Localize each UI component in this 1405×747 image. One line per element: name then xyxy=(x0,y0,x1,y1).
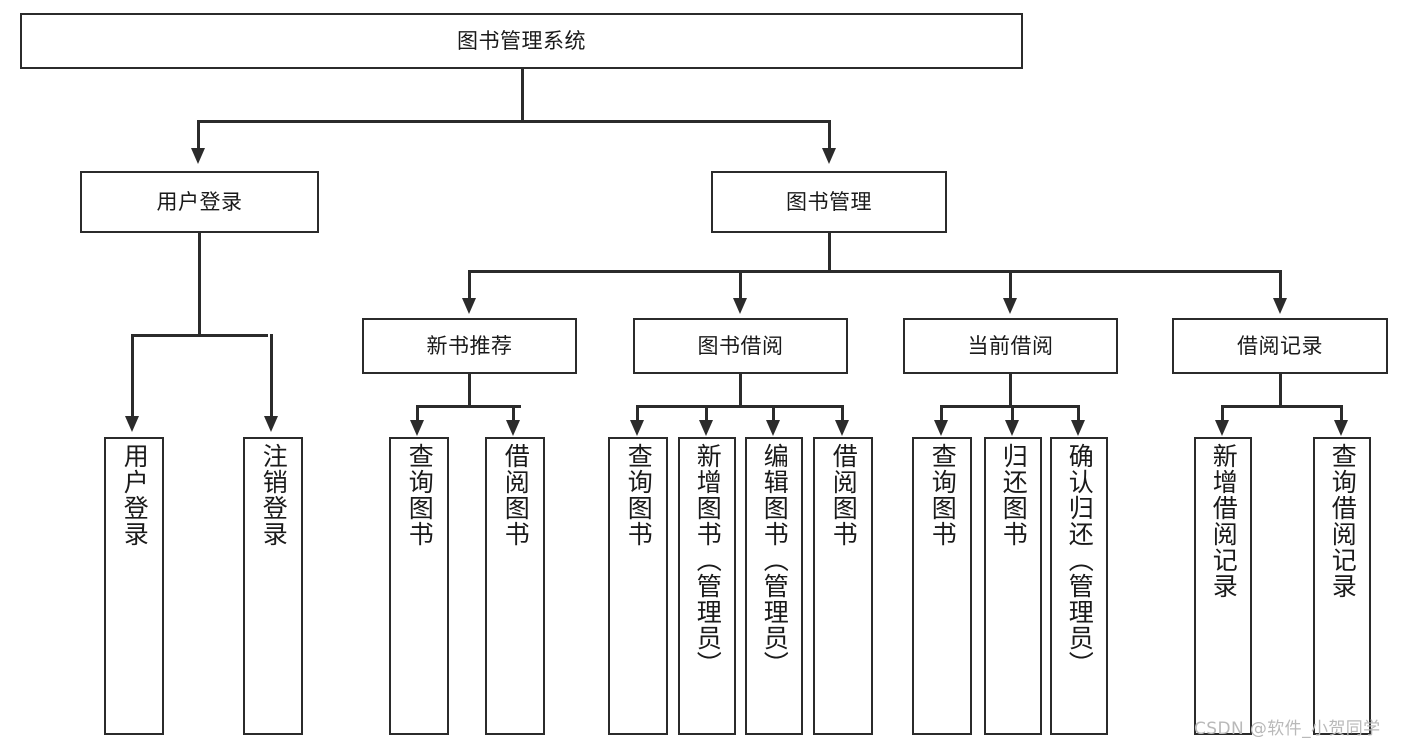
node-leaf-label: 查询图书 xyxy=(928,443,958,547)
arrow-root-to-user-login xyxy=(191,148,205,164)
node-leaf-return-book[interactable]: 归还图书 xyxy=(984,437,1042,735)
connector-borrow-record-to-leaf1 xyxy=(1221,405,1224,420)
node-leaf-query-record[interactable]: 查询借阅记录 xyxy=(1313,437,1371,735)
arrow-new-book-to-leaf2 xyxy=(506,420,520,436)
arrow-current-borrow-to-leaf1 xyxy=(934,420,948,436)
connector-root-to-book-manage xyxy=(828,120,831,148)
connector-book-borrow-to-leaf3 xyxy=(772,405,775,420)
node-leaf-borrow-book-2[interactable]: 借阅图书 xyxy=(813,437,873,735)
connector-user-login-bus xyxy=(131,334,268,337)
node-user-login[interactable]: 用户登录 xyxy=(80,171,319,233)
connector-user-login-to-leaf2 xyxy=(270,334,273,416)
connector-book-manage-to-l3-2 xyxy=(739,270,742,300)
node-leaf-query-book-3[interactable]: 查询图书 xyxy=(912,437,972,735)
connector-user-login-to-leaf1 xyxy=(131,334,134,416)
connector-user-login-stem xyxy=(198,233,201,334)
connector-current-borrow-to-leaf1 xyxy=(940,405,943,420)
node-borrow-record-label: 借阅记录 xyxy=(1237,333,1323,358)
connector-root-bus xyxy=(197,120,831,123)
connector-new-book-to-leaf2 xyxy=(512,405,515,420)
connector-borrow-record-to-leaf2 xyxy=(1340,405,1343,420)
connector-book-manage-to-l3-3 xyxy=(1009,270,1012,300)
arrow-book-manage-to-l3-4 xyxy=(1273,298,1287,314)
connector-borrow-record-bus xyxy=(1221,405,1343,408)
node-leaf-label: 查询图书 xyxy=(624,443,654,547)
node-leaf-add-book[interactable]: 新增图书（管理员） xyxy=(678,437,736,735)
node-leaf-label: 查询借阅记录 xyxy=(1328,443,1358,599)
node-leaf-logout[interactable]: 注销登录 xyxy=(243,437,303,735)
arrow-borrow-record-to-leaf1 xyxy=(1215,420,1229,436)
node-new-book-recommend[interactable]: 新书推荐 xyxy=(362,318,577,374)
connector-new-book-bus xyxy=(416,405,521,408)
node-leaf-label: 确认归还（管理员） xyxy=(1065,443,1095,677)
node-leaf-edit-book[interactable]: 编辑图书（管理员） xyxy=(745,437,803,735)
node-leaf-label: 新增借阅记录 xyxy=(1209,443,1239,599)
node-leaf-user-login[interactable]: 用户登录 xyxy=(104,437,164,735)
connector-root-stem xyxy=(521,69,524,120)
connector-new-book-stem xyxy=(468,374,471,405)
arrow-book-borrow-to-leaf4 xyxy=(835,420,849,436)
node-new-book-recommend-label: 新书推荐 xyxy=(426,333,513,358)
arrow-book-manage-to-l3-2 xyxy=(733,298,747,314)
node-leaf-label: 借阅图书 xyxy=(829,443,859,547)
node-root-label: 图书管理系统 xyxy=(457,28,586,53)
node-leaf-label: 编辑图书（管理员） xyxy=(760,443,790,677)
arrow-book-borrow-to-leaf2 xyxy=(699,420,713,436)
node-leaf-label: 借阅图书 xyxy=(501,443,531,547)
node-current-borrow[interactable]: 当前借阅 xyxy=(903,318,1118,374)
arrow-book-borrow-to-leaf1 xyxy=(630,420,644,436)
arrow-user-login-to-leaf1 xyxy=(125,416,139,432)
arrow-user-login-to-leaf2 xyxy=(264,416,278,432)
node-book-borrow-label: 图书借阅 xyxy=(697,333,784,358)
connector-book-borrow-to-leaf2 xyxy=(705,405,708,420)
node-user-login-label: 用户登录 xyxy=(156,189,243,214)
node-borrow-record[interactable]: 借阅记录 xyxy=(1172,318,1388,374)
node-book-manage[interactable]: 图书管理 xyxy=(711,171,947,233)
arrow-book-manage-to-l3-1 xyxy=(462,298,476,314)
node-leaf-label: 用户登录 xyxy=(120,443,150,547)
node-root-system[interactable]: 图书管理系统 xyxy=(20,13,1023,69)
node-leaf-confirm-return[interactable]: 确认归还（管理员） xyxy=(1050,437,1108,735)
node-leaf-borrow-book-1[interactable]: 借阅图书 xyxy=(485,437,545,735)
connector-book-borrow-bus xyxy=(636,405,844,408)
connector-book-manage-bus xyxy=(468,270,1279,273)
arrow-current-borrow-to-leaf3 xyxy=(1071,420,1085,436)
node-book-manage-label: 图书管理 xyxy=(786,189,872,214)
connector-current-borrow-stem xyxy=(1009,374,1012,405)
arrow-borrow-record-to-leaf2 xyxy=(1334,420,1348,436)
arrow-current-borrow-to-leaf2 xyxy=(1005,420,1019,436)
connector-root-to-user-login xyxy=(197,120,200,148)
arrow-book-borrow-to-leaf3 xyxy=(766,420,780,436)
connector-current-borrow-to-leaf2 xyxy=(1011,405,1014,420)
arrow-root-to-book-manage xyxy=(822,148,836,164)
connector-current-borrow-to-leaf3 xyxy=(1077,405,1080,420)
connector-current-borrow-bus xyxy=(940,405,1079,408)
node-leaf-label: 查询图书 xyxy=(405,443,435,547)
connector-new-book-to-leaf1 xyxy=(416,405,419,420)
node-book-borrow[interactable]: 图书借阅 xyxy=(633,318,848,374)
arrow-book-manage-to-l3-3 xyxy=(1003,298,1017,314)
node-leaf-query-book-2[interactable]: 查询图书 xyxy=(608,437,668,735)
connector-book-manage-stem xyxy=(828,233,831,270)
arrow-new-book-to-leaf1 xyxy=(410,420,424,436)
connector-borrow-record-stem xyxy=(1279,374,1282,405)
node-leaf-label: 归还图书 xyxy=(999,443,1029,547)
node-current-borrow-label: 当前借阅 xyxy=(967,333,1054,358)
connector-book-manage-to-l3-4 xyxy=(1279,270,1282,300)
node-leaf-label: 注销登录 xyxy=(259,443,289,547)
connector-book-borrow-to-leaf1 xyxy=(636,405,639,420)
node-leaf-add-record[interactable]: 新增借阅记录 xyxy=(1194,437,1252,735)
connector-book-manage-to-l3-1 xyxy=(468,270,471,300)
connector-book-borrow-to-leaf4 xyxy=(841,405,844,420)
node-leaf-query-book-1[interactable]: 查询图书 xyxy=(389,437,449,735)
node-leaf-label: 新增图书（管理员） xyxy=(693,443,723,677)
connector-book-borrow-stem xyxy=(739,374,742,405)
